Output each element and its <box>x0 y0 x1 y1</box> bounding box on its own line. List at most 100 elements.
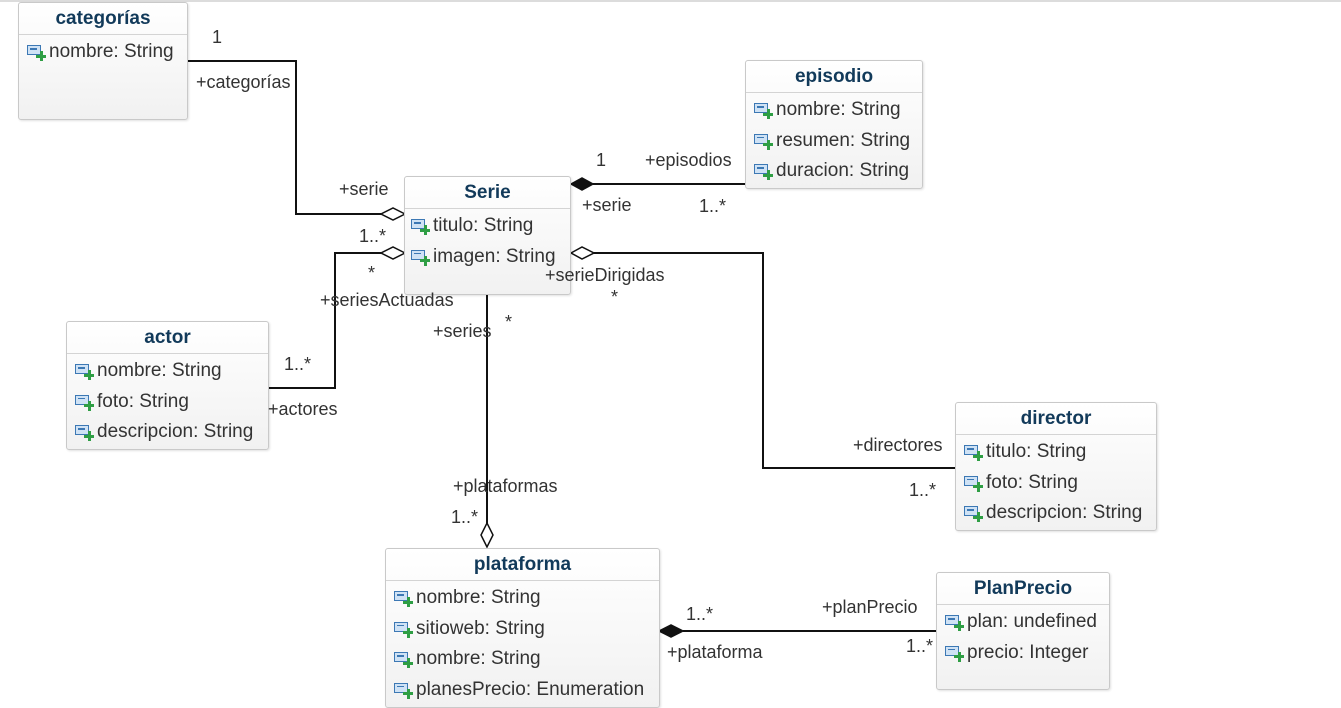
assoc-serie-director-line <box>594 252 955 469</box>
attribute-text: nombre: String <box>416 648 541 670</box>
public-attribute-icon <box>945 615 964 632</box>
attribute[interactable]: titulo: String <box>956 437 1156 468</box>
public-attribute-icon <box>964 475 983 492</box>
role-label: +serie <box>339 179 389 199</box>
role-label: +categorías <box>196 72 291 92</box>
public-attribute-icon <box>945 645 964 662</box>
role-label: +plataformas <box>453 476 558 496</box>
attribute[interactable]: sitioweb: String <box>386 614 659 645</box>
multiplicity-label: 1..* <box>451 507 479 527</box>
class-plataforma[interactable]: plataforma nombre: String sitioweb: Stri… <box>385 548 660 708</box>
class-episodio[interactable]: episodio nombre: String resumen: String … <box>745 60 923 189</box>
attribute-text: nombre: String <box>416 587 541 609</box>
class-name: PlanPrecio <box>937 573 1109 605</box>
role-label: +directores <box>853 435 943 455</box>
window-top-border <box>0 0 1341 2</box>
attribute-text: foto: String <box>97 390 189 412</box>
public-attribute-icon <box>75 425 94 442</box>
public-attribute-icon <box>394 682 413 699</box>
multiplicity-label: 1 <box>212 27 223 47</box>
class-actor[interactable]: actor nombre: String foto: String descri… <box>66 321 269 450</box>
attribute[interactable]: plan: undefined <box>937 607 1109 638</box>
attribute[interactable]: imagen: String <box>405 242 570 273</box>
attribute-text: foto: String <box>986 471 1078 493</box>
attribute[interactable]: nombre: String <box>386 583 659 614</box>
class-name: director <box>956 403 1156 435</box>
aggregation-diamond-director <box>569 246 596 260</box>
multiplicity-label: * <box>611 287 619 307</box>
attribute-text: nombre: String <box>49 41 174 63</box>
public-attribute-icon <box>964 506 983 523</box>
class-name: categorías <box>19 3 187 35</box>
attribute-text: precio: Integer <box>967 641 1089 663</box>
public-attribute-icon <box>964 445 983 462</box>
public-attribute-icon <box>754 133 773 150</box>
class-name: actor <box>67 322 268 354</box>
attribute[interactable]: foto: String <box>956 468 1156 499</box>
role-label: +episodios <box>645 150 732 170</box>
attribute-text: titulo: String <box>986 441 1087 463</box>
multiplicity-label: * <box>505 312 513 332</box>
attribute-text: descripcion: String <box>97 421 254 443</box>
attribute[interactable]: foto: String <box>67 387 268 418</box>
aggregation-diamond-categorias <box>379 207 407 221</box>
attribute[interactable]: nombre: String <box>386 644 659 675</box>
role-label: +plataforma <box>667 642 763 662</box>
role-label: +actores <box>268 399 338 419</box>
class-categorias[interactable]: categorías nombre: String <box>18 2 188 120</box>
attribute[interactable]: descripcion: String <box>956 498 1156 529</box>
attribute[interactable]: titulo: String <box>405 211 570 242</box>
class-name: Serie <box>405 177 570 209</box>
attribute-text: imagen: String <box>433 245 556 267</box>
multiplicity-label: 1..* <box>686 604 714 624</box>
public-attribute-icon <box>411 219 430 236</box>
public-attribute-icon <box>394 591 413 608</box>
multiplicity-label: 1..* <box>359 226 387 246</box>
class-name: plataforma <box>386 549 659 581</box>
attribute[interactable]: nombre: String <box>746 95 922 126</box>
attribute[interactable]: nombre: String <box>67 356 268 387</box>
multiplicity-label: 1 <box>596 150 607 170</box>
composition-diamond-episodio <box>569 177 595 191</box>
multiplicity-label: 1..* <box>906 636 934 656</box>
multiplicity-label: * <box>368 263 376 283</box>
attribute-text: resumen: String <box>776 129 911 151</box>
public-attribute-icon <box>27 45 46 62</box>
class-serie[interactable]: Serie titulo: String imagen: String <box>404 176 571 295</box>
role-label: +planPrecio <box>822 597 918 617</box>
assoc-serie-actor-line <box>268 252 381 389</box>
class-name: episodio <box>746 61 922 93</box>
attribute[interactable]: planesPrecio: Enumeration <box>386 675 659 706</box>
aggregation-diamond-actor <box>379 246 407 260</box>
public-attribute-icon <box>754 164 773 181</box>
attribute-text: plan: undefined <box>967 611 1097 633</box>
class-director[interactable]: director titulo: String foto: String des… <box>955 402 1157 531</box>
attribute[interactable]: resumen: String <box>746 126 922 157</box>
multiplicity-label: 1..* <box>699 196 727 216</box>
role-label: +serie <box>582 195 632 215</box>
assoc-categorias-serie-line <box>187 60 381 215</box>
attribute-text: descripcion: String <box>986 502 1143 524</box>
aggregation-diamond-plataforma <box>480 521 494 549</box>
composition-diamond-planprecio <box>657 624 685 638</box>
public-attribute-icon <box>75 364 94 381</box>
attribute-text: duracion: String <box>776 160 910 182</box>
attribute[interactable]: nombre: String <box>19 37 187 68</box>
role-label: +serieDirigidas <box>545 265 665 285</box>
attribute-text: sitioweb: String <box>416 617 545 639</box>
attribute[interactable]: descripcion: String <box>67 417 268 448</box>
public-attribute-icon <box>75 394 94 411</box>
attribute-text: nombre: String <box>776 99 901 121</box>
public-attribute-icon <box>394 652 413 669</box>
multiplicity-label: 1..* <box>909 480 937 500</box>
role-label: +seriesActuadas <box>320 290 454 310</box>
multiplicity-label: 1..* <box>284 354 312 374</box>
attribute[interactable]: duracion: String <box>746 156 922 187</box>
public-attribute-icon <box>754 103 773 120</box>
attribute-text: planesPrecio: Enumeration <box>416 678 645 700</box>
attribute[interactable]: precio: Integer <box>937 638 1109 669</box>
public-attribute-icon <box>394 621 413 638</box>
attribute-text: nombre: String <box>97 360 222 382</box>
class-planprecio[interactable]: PlanPrecio plan: undefined precio: Integ… <box>936 572 1110 690</box>
